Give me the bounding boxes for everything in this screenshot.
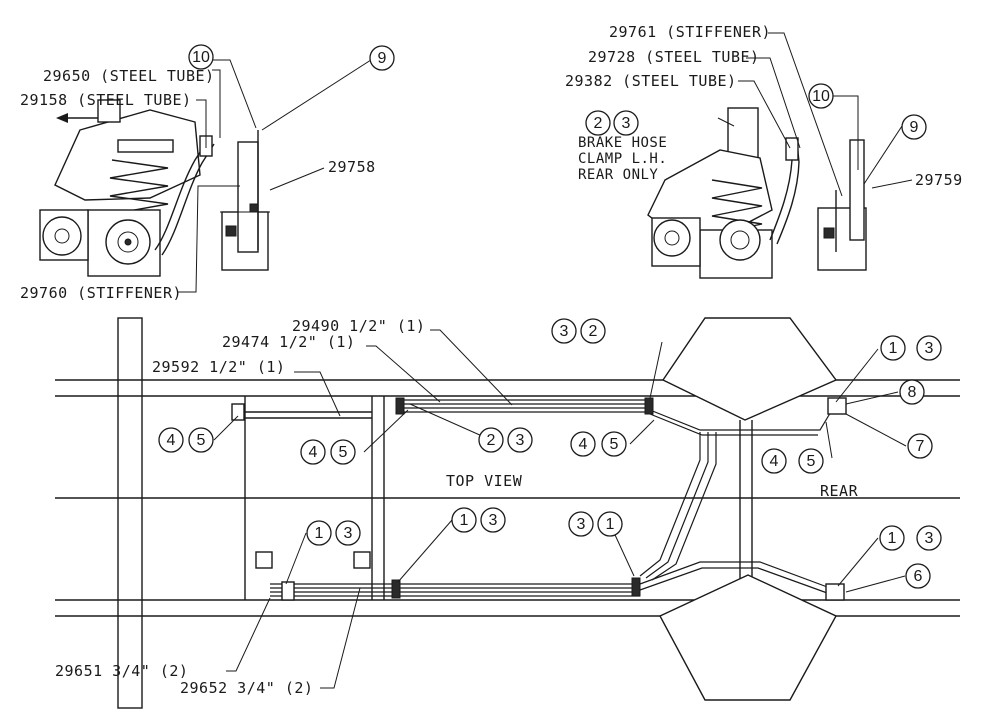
svg-text:9: 9 <box>910 119 919 136</box>
right-suspension-detail <box>647 107 867 279</box>
bubble-3-top-right: 3 <box>916 335 942 361</box>
svg-text:5: 5 <box>610 436 619 453</box>
label-29651: 29651 3/4" (2) <box>55 662 188 680</box>
bubble-5-rear-right: 5 <box>798 448 824 474</box>
bubble-3-bottom-left: 3 <box>335 520 361 546</box>
svg-text:10: 10 <box>812 88 830 105</box>
left-detail-leaders <box>178 57 375 293</box>
rear-label: REAR <box>820 482 859 500</box>
upper-brake-lines <box>395 397 833 436</box>
chassis-top-view <box>55 317 960 709</box>
bubble-1-bottom-right: 1 <box>879 525 905 551</box>
bubble-10-right: 10 <box>808 83 834 109</box>
bubble-9-right: 9 <box>901 114 927 140</box>
bubble-3-brake-hose: 3 <box>613 110 639 136</box>
svg-text:1: 1 <box>606 516 615 533</box>
bubble-10-left: 10 <box>188 44 214 70</box>
svg-text:5: 5 <box>807 453 816 470</box>
svg-text:9: 9 <box>378 50 387 67</box>
svg-text:3: 3 <box>344 525 353 542</box>
bubble-3-bottom-right: 3 <box>916 525 942 551</box>
left-suspension-detail <box>39 99 270 277</box>
right-detail-leaders <box>717 32 913 197</box>
bubble-9-left: 9 <box>369 45 395 71</box>
svg-text:3: 3 <box>577 516 586 533</box>
bubble-5-mid: 5 <box>330 439 356 465</box>
label-29652: 29652 3/4" (2) <box>180 679 313 697</box>
bubble-4-left: 4 <box>158 427 184 453</box>
bubble-8: 8 <box>899 379 925 405</box>
svg-text:4: 4 <box>167 432 176 449</box>
label-29759: 29759 <box>915 171 963 189</box>
svg-text:4: 4 <box>579 436 588 453</box>
svg-text:1: 1 <box>888 530 897 547</box>
bubble-3-top-mid: 3 <box>551 318 577 344</box>
lower-brake-lines <box>231 397 847 601</box>
label-29650: 29650 (STEEL TUBE) <box>43 67 215 85</box>
label-29474: 29474 1/2" (1) <box>222 333 355 351</box>
svg-text:3: 3 <box>622 115 631 132</box>
svg-text:1: 1 <box>315 525 324 542</box>
bubble-1-bottom-mid-right: 1 <box>597 511 623 537</box>
bubble-7: 7 <box>907 433 933 459</box>
svg-text:4: 4 <box>309 444 318 461</box>
svg-text:3: 3 <box>925 530 934 547</box>
crossover-brake-lines <box>639 432 717 581</box>
label-29758: 29758 <box>328 158 376 176</box>
svg-text:2: 2 <box>594 115 603 132</box>
label-29592: 29592 1/2" (1) <box>152 358 285 376</box>
svg-text:4: 4 <box>770 453 779 470</box>
bubble-5-left: 5 <box>188 427 214 453</box>
brake-hose-note-line3: REAR ONLY <box>578 167 658 183</box>
bubble-2-brake-hose: 2 <box>585 110 611 136</box>
label-29728: 29728 (STEEL TUBE) <box>588 48 760 66</box>
top-view-title: TOP VIEW <box>446 472 523 490</box>
label-29761: 29761 (STIFFENER) <box>609 23 771 41</box>
bubble-2-mid: 2 <box>478 427 504 453</box>
bubble-5-mid-right: 5 <box>601 431 627 457</box>
svg-text:3: 3 <box>925 340 934 357</box>
brake-hose-note-line2: CLAMP L.H. <box>578 151 667 167</box>
bubble-4-mid-right: 4 <box>570 431 596 457</box>
brake-hose-note-line1: BRAKE HOSE <box>578 135 667 151</box>
svg-text:7: 7 <box>916 438 925 455</box>
svg-text:5: 5 <box>197 432 206 449</box>
svg-text:5: 5 <box>339 444 348 461</box>
top-view-leaders <box>213 329 907 689</box>
bubble-2-top-mid: 2 <box>580 318 606 344</box>
bubble-6: 6 <box>905 563 931 589</box>
bubble-4-mid: 4 <box>300 439 326 465</box>
label-29490: 29490 1/2" (1) <box>292 317 425 335</box>
bubble-3-bottom-mid-right: 3 <box>568 511 594 537</box>
label-29382: 29382 (STEEL TUBE) <box>565 72 737 90</box>
svg-text:3: 3 <box>560 323 569 340</box>
svg-text:2: 2 <box>487 432 496 449</box>
svg-text:1: 1 <box>460 512 469 529</box>
svg-text:3: 3 <box>489 512 498 529</box>
svg-text:3: 3 <box>516 432 525 449</box>
bubble-4-rear-right: 4 <box>761 448 787 474</box>
svg-text:6: 6 <box>914 568 923 585</box>
bubble-1-top-right: 1 <box>880 335 906 361</box>
bubble-1-bottom-mid: 1 <box>451 507 477 533</box>
label-29760: 29760 (STIFFENER) <box>20 284 182 302</box>
svg-text:1: 1 <box>889 340 898 357</box>
svg-text:8: 8 <box>908 384 917 401</box>
bubble-3-bottom-mid: 3 <box>480 507 506 533</box>
bubble-3-mid: 3 <box>507 427 533 453</box>
label-29158: 29158 (STEEL TUBE) <box>20 91 192 109</box>
svg-text:2: 2 <box>589 323 598 340</box>
bubble-1-bottom-left: 1 <box>306 520 332 546</box>
svg-text:10: 10 <box>192 49 210 66</box>
